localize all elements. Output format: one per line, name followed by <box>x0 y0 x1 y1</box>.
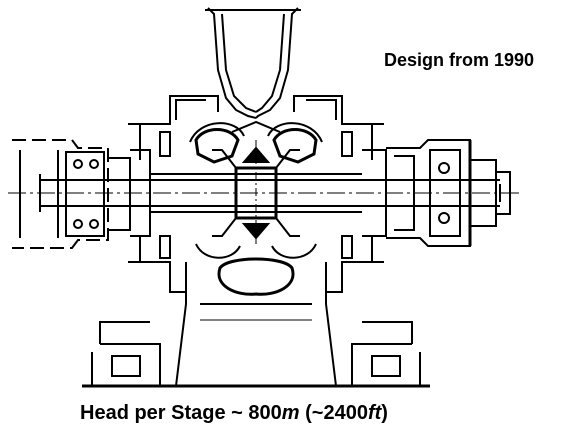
caption-unit-ft: ft <box>367 402 382 424</box>
caption-suffix: ) <box>381 402 388 424</box>
caption-prefix: Head per Stage ~ 800 <box>80 402 282 424</box>
impeller <box>212 140 300 246</box>
caption-unit-m: m <box>281 402 300 424</box>
right-bearing-housing <box>362 139 511 247</box>
design-year-label: Design from 1990 <box>384 50 535 70</box>
discharge-nozzle <box>205 7 301 119</box>
left-bearing-housing <box>12 139 151 249</box>
lower-casing <box>128 235 384 296</box>
head-per-stage-caption: Head per Stage ~ 800m (~2400ft) <box>80 402 388 425</box>
upper-casing <box>128 95 384 164</box>
caption-middle: (~2400 <box>299 402 368 424</box>
pedestal <box>82 262 430 388</box>
shaft <box>8 173 520 213</box>
